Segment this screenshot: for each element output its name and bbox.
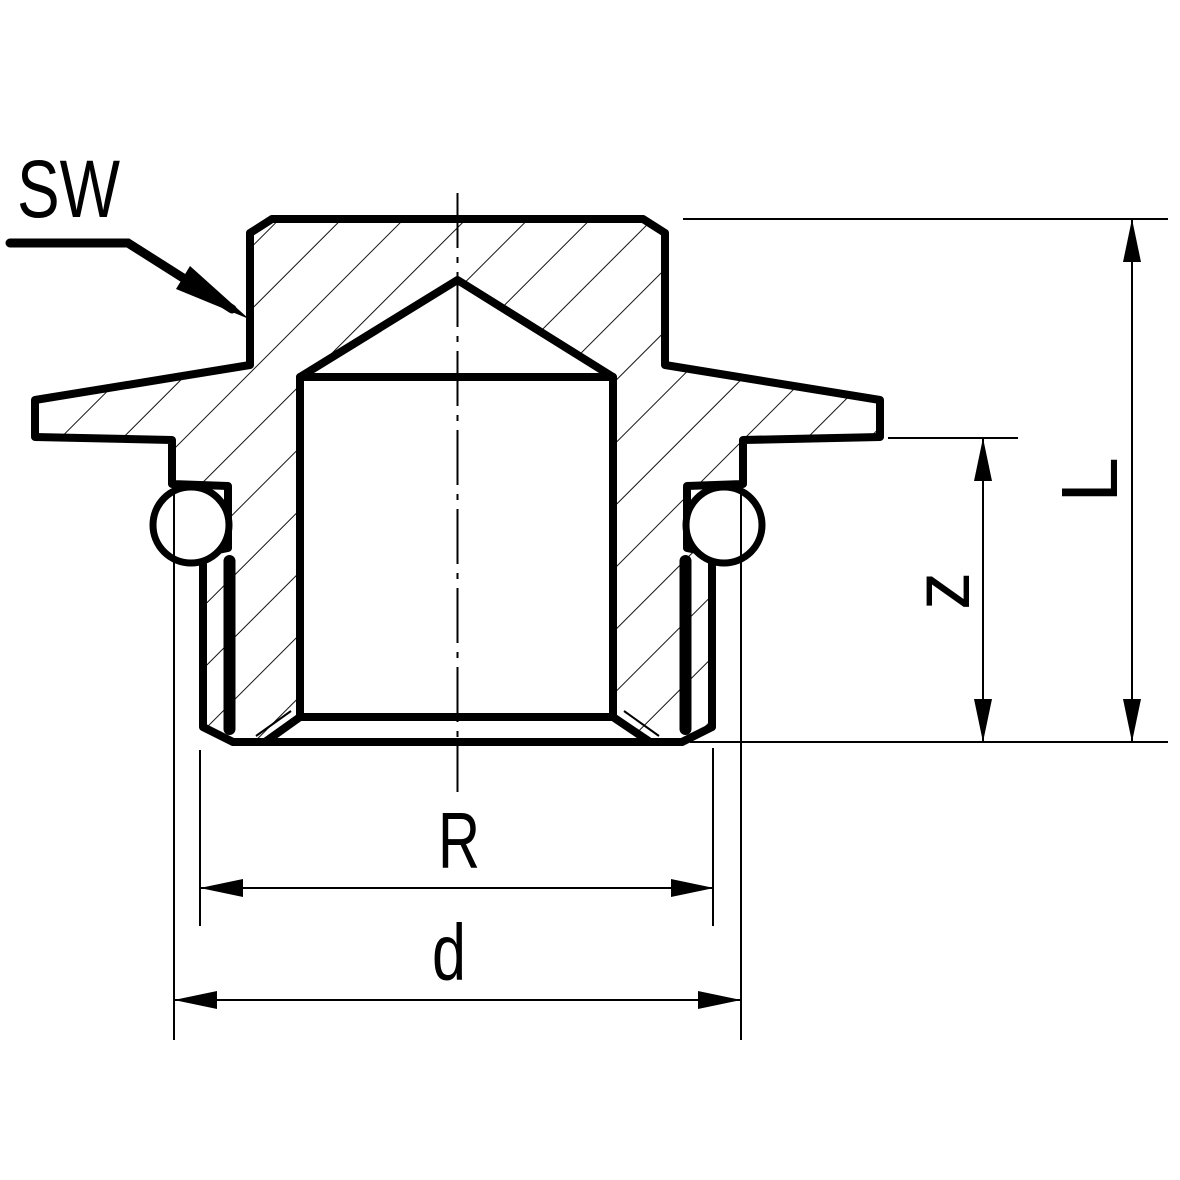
callout-label-SW: SW [17, 144, 120, 235]
dimension-label-R: R [438, 796, 480, 885]
part-outline [31, 215, 884, 746]
arrowhead-right [698, 991, 741, 1009]
dimension-z: z [888, 437, 1018, 742]
leader-arrowhead [176, 266, 249, 319]
section-hatching [35, 219, 880, 742]
dimension-label-z: z [897, 572, 986, 610]
o-ring-right [682, 483, 766, 567]
arrowhead-up [974, 438, 992, 481]
arrowhead-up [1123, 219, 1141, 262]
inner-cone-outline [296, 276, 617, 381]
arrowhead-left [174, 991, 217, 1009]
arrowhead-down [1123, 699, 1141, 742]
dimension-L: L [683, 218, 1168, 743]
dimension-d: d [173, 490, 742, 1040]
bore-chamfer-edge [261, 713, 654, 746]
dimension-label-L: L [1045, 457, 1134, 503]
arrowhead-down [974, 699, 992, 742]
arrowhead-left [200, 879, 243, 897]
dimension-label-d: d [432, 908, 466, 997]
arrowhead-right [671, 879, 714, 897]
dimension-R: R [199, 748, 714, 926]
o-ring-left [149, 483, 233, 567]
bore-chamfer-edge-thin [255, 710, 660, 737]
callout-SW: SW [5, 144, 249, 319]
